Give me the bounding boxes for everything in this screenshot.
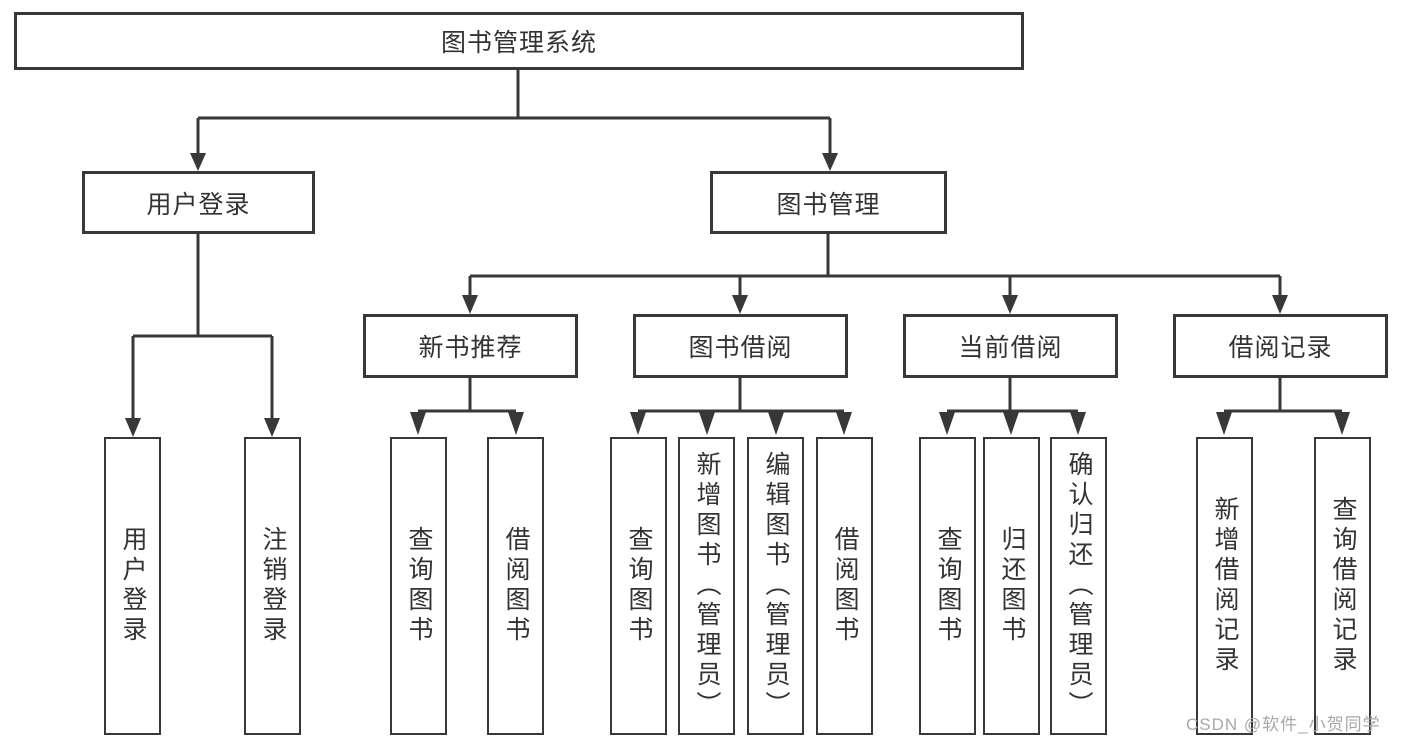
node-new-book-recommend: 新书推荐 xyxy=(363,314,578,378)
node-label: 查询借阅记录 xyxy=(1329,496,1357,676)
leaf-add-book-admin: 新增图书（管理员） xyxy=(678,437,735,735)
node-label: 用户登录 xyxy=(146,190,251,219)
leaf-user-login: 用户登录 xyxy=(104,437,161,735)
leaf-add-borrow-record: 新增借阅记录 xyxy=(1196,437,1253,735)
leaf-return-books: 归还图书 xyxy=(983,437,1040,735)
node-library-management-system: 图书管理系统 xyxy=(14,12,1024,70)
node-label: 新增图书（管理员） xyxy=(693,451,721,721)
leaf-query-books-borrowing: 查询图书 xyxy=(610,437,667,735)
node-label: 图书借阅 xyxy=(688,334,793,362)
node-book-borrowing: 图书借阅 xyxy=(633,314,848,378)
node-book-management: 图书管理 xyxy=(710,171,947,234)
node-label: 图书管理 xyxy=(776,190,881,219)
node-label: 查询图书 xyxy=(625,526,653,646)
leaf-borrow-books-recommend: 借阅图书 xyxy=(487,437,544,735)
watermark: CSDN @软件_小贺同学 xyxy=(1186,715,1381,734)
leaf-confirm-return-admin: 确认归还（管理员） xyxy=(1050,437,1107,735)
leaf-logout: 注销登录 xyxy=(244,437,301,735)
node-label: 借阅图书 xyxy=(502,526,530,646)
node-label: 归还图书 xyxy=(998,526,1026,646)
node-label: 注销登录 xyxy=(259,526,287,646)
node-label: 图书管理系统 xyxy=(440,29,597,57)
node-label: 新增借阅记录 xyxy=(1211,496,1239,676)
node-label: 新书推荐 xyxy=(418,334,523,362)
node-label: 确认归还（管理员） xyxy=(1065,451,1093,721)
node-current-borrowing: 当前借阅 xyxy=(903,314,1118,378)
node-label: 查询图书 xyxy=(934,526,962,646)
leaf-query-books-current: 查询图书 xyxy=(919,437,976,735)
leaf-query-books-recommend: 查询图书 xyxy=(390,437,447,735)
node-label: 用户登录 xyxy=(119,526,147,646)
leaf-query-borrow-record: 查询借阅记录 xyxy=(1314,437,1371,735)
node-label: 借阅图书 xyxy=(831,526,859,646)
node-label: 借阅记录 xyxy=(1228,334,1333,362)
leaf-edit-book-admin: 编辑图书（管理员） xyxy=(747,437,804,735)
node-label: 当前借阅 xyxy=(958,334,1063,362)
node-borrow-records: 借阅记录 xyxy=(1173,314,1388,378)
node-label: 编辑图书（管理员） xyxy=(762,451,790,721)
node-label: 查询图书 xyxy=(405,526,433,646)
node-user-login: 用户登录 xyxy=(82,171,315,234)
leaf-borrow-books-borrowing: 借阅图书 xyxy=(816,437,873,735)
